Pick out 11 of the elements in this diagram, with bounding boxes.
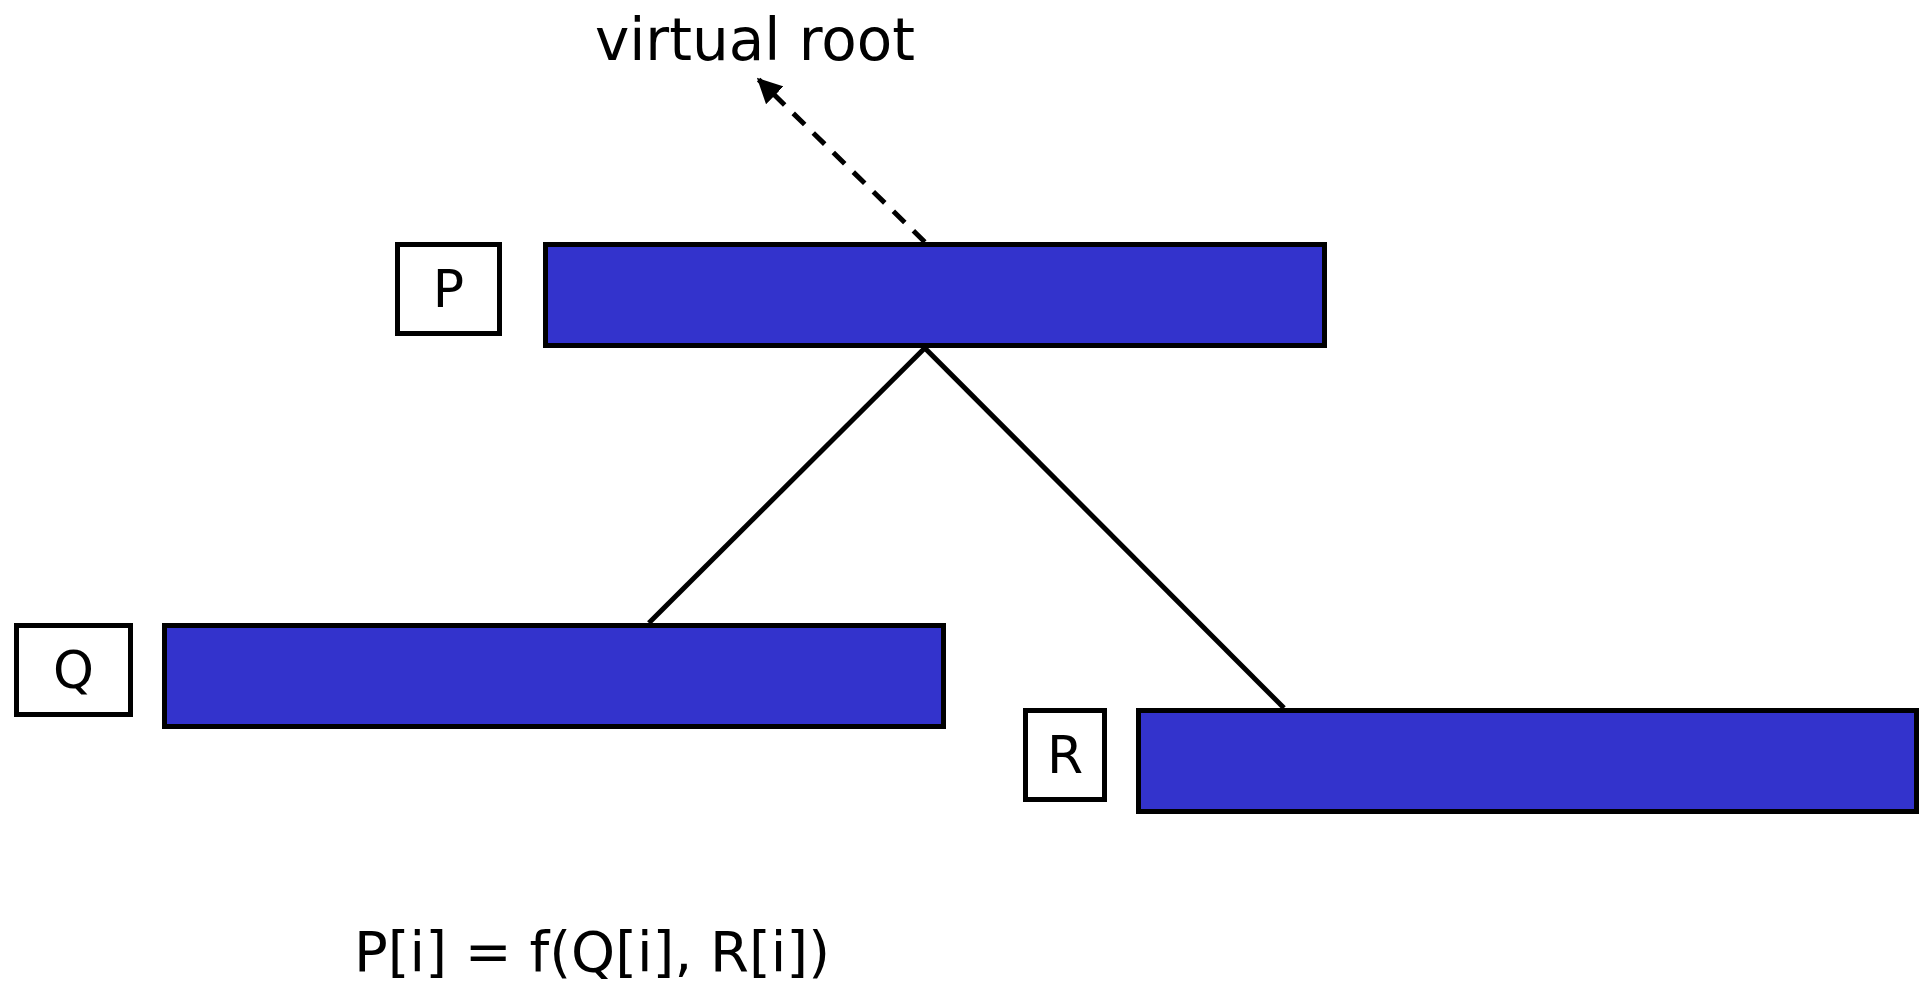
formula-text: P[i] = f(Q[i], R[i])	[354, 924, 831, 980]
root-label: virtual root	[594, 11, 916, 69]
node-label: P	[432, 263, 465, 315]
dashed-arrow	[756, 77, 927, 244]
bar-rectangle	[1136, 708, 1919, 814]
bar-rectangle	[543, 242, 1327, 348]
connector-line	[647, 346, 927, 625]
node-label: R	[1046, 729, 1084, 781]
connector-line	[923, 346, 1286, 710]
node-label: Q	[53, 644, 94, 696]
bar-rectangle	[162, 623, 946, 729]
